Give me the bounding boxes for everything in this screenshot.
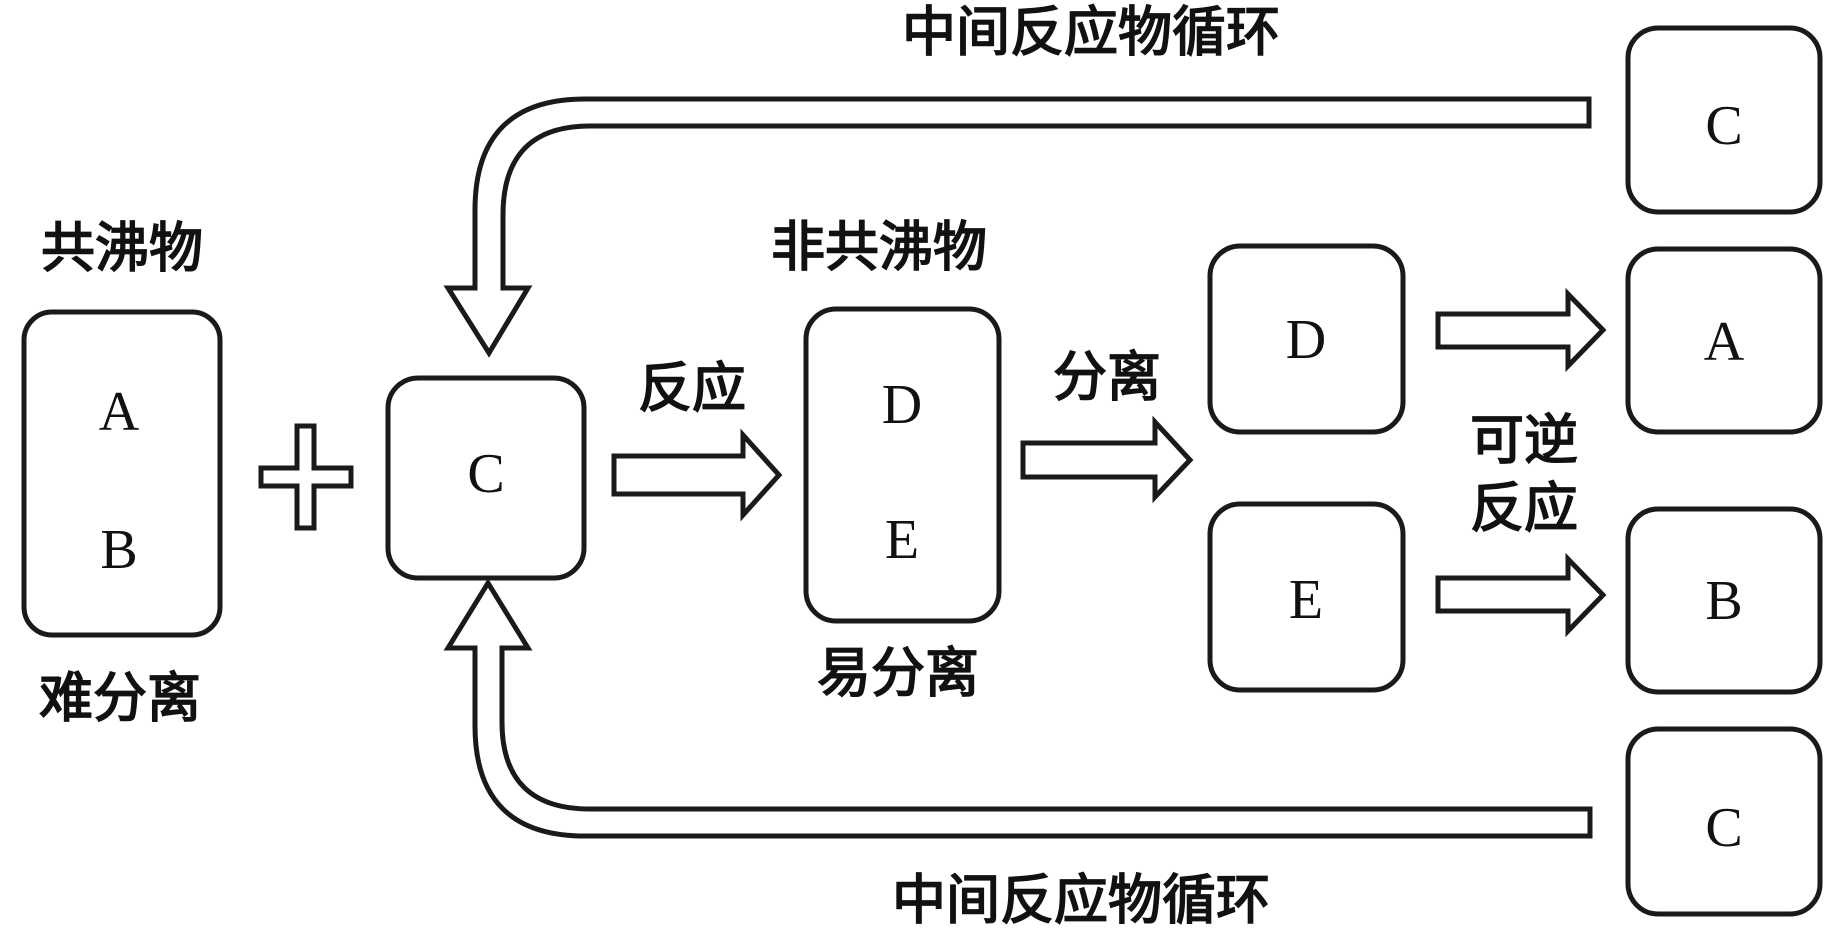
plus-icon [258, 423, 354, 531]
product-e-label: E [1289, 569, 1323, 631]
product-e-box [1207, 501, 1406, 693]
top-cycle-label: 中间反应物循环 [902, 1, 1280, 64]
output-a-label: A [1704, 311, 1745, 373]
mixture-de-box [803, 306, 1002, 624]
hard-to-separate-label: 难分离 [39, 667, 201, 730]
output-c-top-box [1625, 25, 1823, 215]
easy-to-separate-label: 易分离 [817, 642, 979, 705]
bottom-recycle-arrow [443, 578, 1593, 839]
e-to-b-arrow [1435, 552, 1607, 638]
separation-arrow [1020, 415, 1194, 504]
product-d-box [1207, 243, 1406, 435]
output-c-top-label: C [1705, 95, 1742, 157]
reaction-arrow [611, 428, 783, 522]
mixture-a-label: A [99, 381, 140, 443]
output-b-label: B [1705, 570, 1742, 632]
mixture-e-label: E [885, 509, 919, 571]
mixture-b-label: B [100, 519, 137, 581]
reactant-c-box [385, 375, 587, 581]
output-c-bottom-box [1625, 726, 1823, 917]
d-to-a-arrow [1435, 287, 1607, 373]
separation-label: 分离 [1053, 346, 1161, 409]
output-a-box [1625, 246, 1823, 435]
reversible-label-line1: 可逆 [1470, 409, 1578, 472]
bottom-cycle-label: 中间反应物循环 [892, 869, 1270, 932]
output-b-box [1625, 506, 1823, 695]
mixture-ab-box [21, 309, 223, 638]
non-azeotrope-label: 非共沸物 [771, 216, 987, 279]
output-c-bottom-label: C [1705, 797, 1742, 859]
top-recycle-arrow [443, 96, 1592, 358]
reactant-c-label: C [467, 443, 504, 505]
reversible-label-line2: 反应 [1470, 477, 1578, 540]
reaction-label: 反应 [638, 357, 746, 420]
product-d-label: D [1286, 309, 1326, 371]
azeotrope-label: 共沸物 [41, 217, 203, 280]
mixture-d-label: D [882, 374, 922, 436]
